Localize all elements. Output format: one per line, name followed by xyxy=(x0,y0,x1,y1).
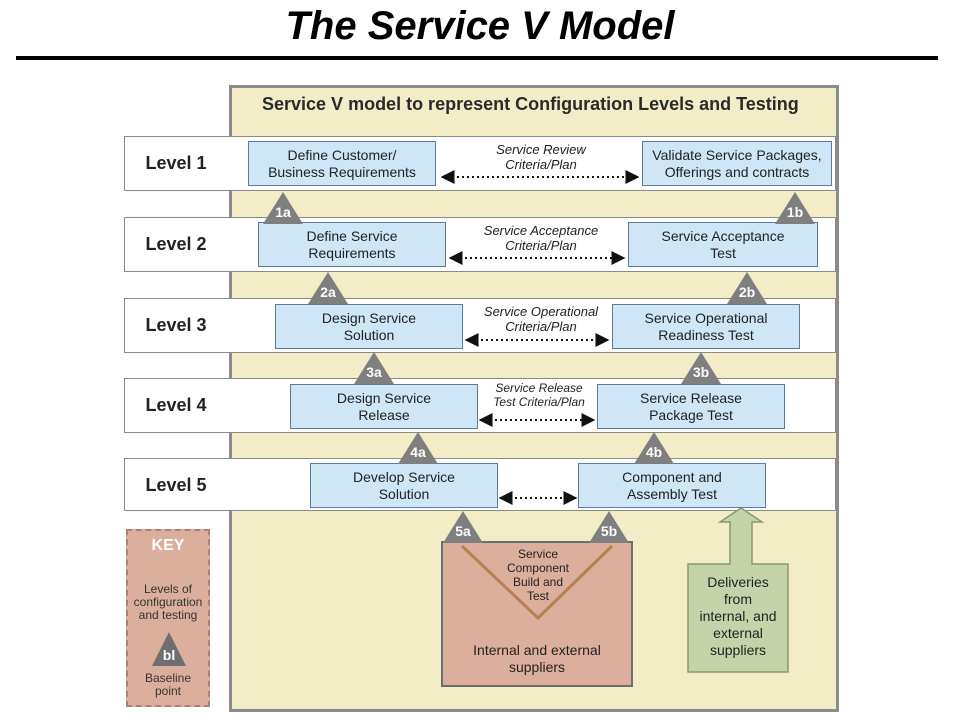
baseline-triangle-2a xyxy=(308,272,348,304)
level-3-label: Level 3 xyxy=(145,315,207,335)
key-levels-text: Levels of configuration and testing xyxy=(133,582,203,622)
v-line xyxy=(460,544,614,621)
baseline-triangle-2b xyxy=(727,272,767,304)
box-service-acceptance-test: Service Acceptance Test xyxy=(628,222,818,267)
criteria-service-release: Service Release Test Criteria/Plan xyxy=(493,381,585,409)
baseline-triangle-3a xyxy=(354,352,394,384)
baseline-triangle-1b xyxy=(775,192,815,224)
box-component-assembly-test: Component and Assembly Test xyxy=(578,463,766,508)
level-1-label: Level 1 xyxy=(145,153,207,173)
page-title: The Service V Model xyxy=(285,4,675,48)
level-2-label: Level 2 xyxy=(145,234,207,254)
key-title: KEY xyxy=(151,537,185,554)
baseline-label-1a: 1a xyxy=(275,204,291,220)
box-define-service-requirements: Define Service Requirements xyxy=(258,222,446,267)
box-design-service-release: Design Service Release xyxy=(290,384,478,429)
baseline-label-3b: 3b xyxy=(692,364,710,380)
panel-heading: Service V model to represent Configurati… xyxy=(262,94,799,114)
box-service-operational-readiness-test: Service Operational Readiness Test xyxy=(612,304,800,349)
box-service-release-package-test: Service Release Package Test xyxy=(597,384,785,429)
deliveries-arrow-shape xyxy=(687,507,789,673)
box-validate-service-packages: Validate Service Packages, Offerings and… xyxy=(642,141,832,186)
baseline-label-2a: 2a xyxy=(320,284,336,300)
key-legend xyxy=(126,529,210,707)
baseline-triangle-3b xyxy=(681,352,721,384)
level-5-label: Level 5 xyxy=(145,475,207,495)
key-baseline-text: Baseline point xyxy=(144,671,192,698)
baseline-label-2b: 2b xyxy=(738,284,756,300)
baseline-triangle-1a xyxy=(263,192,303,224)
title-rule xyxy=(16,56,938,60)
baseline-label-1b: 1b xyxy=(786,204,804,220)
baseline-label-5a: 5a xyxy=(455,523,471,539)
v-text: Service Component Build and Test xyxy=(506,547,570,603)
key-baseline-triangle xyxy=(152,632,186,666)
baseline-label-3a: 3a xyxy=(366,364,382,380)
criteria-service-acceptance: Service Acceptance Criteria/Plan xyxy=(483,223,599,253)
baseline-label-5b: 5b xyxy=(600,523,618,539)
baseline-triangle-5a xyxy=(443,511,483,543)
baseline-triangle-5b xyxy=(589,511,629,543)
box-define-customer-requirements: Define Customer/ Business Requirements xyxy=(248,141,436,186)
baseline-triangle-4b xyxy=(634,432,674,464)
suppliers-label: Internal and external suppliers xyxy=(473,642,601,675)
deliveries-label: Deliveries from internal, and external s… xyxy=(699,574,777,658)
key-baseline-symbol: bl xyxy=(162,647,176,663)
criteria-service-operational: Service Operational Criteria/Plan xyxy=(483,304,599,334)
baseline-label-4a: 4a xyxy=(410,444,426,460)
baseline-label-4b: 4b xyxy=(645,444,663,460)
criteria-service-review: Service Review Criteria/Plan xyxy=(496,142,586,172)
suppliers-box-shape xyxy=(441,541,633,687)
baseline-triangle-4a xyxy=(398,432,438,464)
box-design-service-solution: Design Service Solution xyxy=(275,304,463,349)
box-develop-service-solution: Develop Service Solution xyxy=(310,463,498,508)
level-4-label: Level 4 xyxy=(145,395,207,415)
